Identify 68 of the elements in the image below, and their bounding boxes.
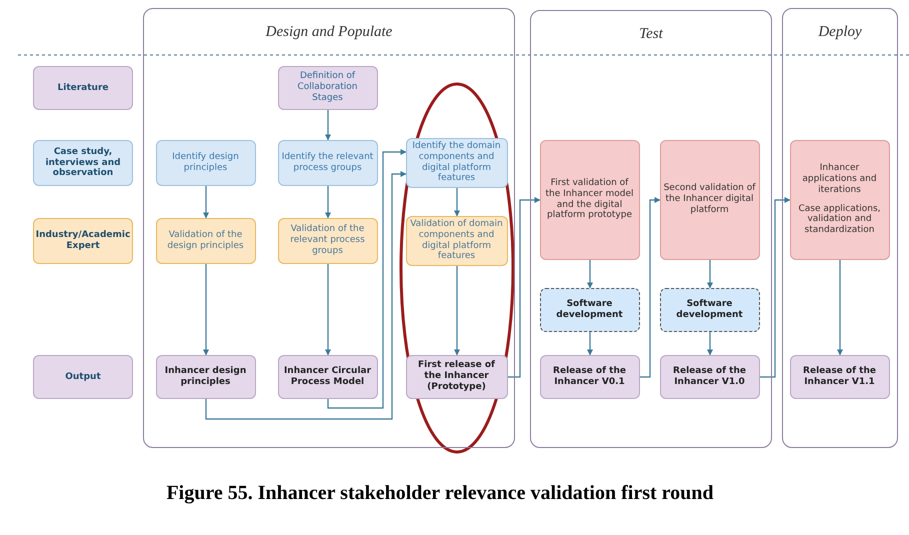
box-text: Release of the Inhancer V0.1 — [552, 366, 627, 388]
box-text: Release of the Inhancer V1.1 — [802, 366, 877, 388]
arrow — [587, 332, 593, 356]
box-text: Case study, interviews and observation — [44, 146, 122, 180]
arrow — [640, 197, 660, 378]
box-text: Inhancer applications and iterations — [801, 162, 878, 196]
process-box — [540, 140, 640, 260]
arrow — [707, 332, 713, 356]
phase-title: Deploy — [818, 23, 862, 42]
process-box — [660, 354, 760, 398]
arrow — [454, 188, 460, 216]
arrow — [327, 149, 406, 409]
process-box — [156, 354, 256, 398]
arrow — [587, 260, 593, 288]
process-box — [33, 66, 133, 110]
process-box — [33, 355, 133, 399]
process-box — [156, 140, 256, 186]
phase-title: Test — [639, 25, 663, 44]
box-text: Validation of the design principles — [166, 230, 245, 252]
box-text: Inhancer design principles — [164, 366, 248, 388]
box-text: First release of the Inhancer (Prototype) — [417, 360, 496, 393]
box-text: Industry/Academic Expert — [36, 230, 130, 252]
box-text: Software development — [555, 298, 624, 320]
process-box — [278, 354, 378, 398]
process-box — [790, 140, 890, 260]
box-text: Second validation of the Inhancer digital platform — [664, 183, 756, 216]
box-text: Release of the Inhancer V1.0 — [672, 366, 747, 388]
box-text: Literature — [58, 82, 108, 94]
box-text: Output — [65, 372, 101, 382]
arrow — [325, 110, 331, 140]
process-box — [406, 354, 508, 398]
arrow — [203, 264, 209, 356]
process-box — [278, 140, 378, 186]
process-box — [278, 66, 378, 110]
box-text: Case applications, validation and standardization — [797, 204, 882, 236]
process-box — [660, 140, 760, 260]
process-box — [540, 288, 640, 332]
arrow — [454, 266, 460, 356]
arrow — [325, 264, 331, 356]
process-box — [406, 138, 508, 188]
arrow — [707, 260, 713, 288]
process-box — [33, 140, 133, 186]
process-box — [278, 218, 378, 264]
arrow — [325, 186, 331, 218]
process-box — [660, 288, 760, 332]
arrow — [837, 260, 843, 356]
phase-panel — [782, 8, 898, 448]
box-text: Identify design principles — [171, 152, 240, 174]
arrow — [508, 197, 540, 378]
box-text: Identify the domain components and digital platform features — [411, 140, 502, 184]
process-box — [540, 354, 640, 398]
box-text: Software development — [675, 298, 744, 320]
box-text: Identify the relevant process groups — [282, 152, 374, 174]
phase-panel — [143, 8, 515, 448]
box-text: Inhancer Circular Process Model — [282, 366, 372, 388]
arrow — [205, 171, 406, 420]
arrow — [203, 186, 209, 218]
process-box — [33, 218, 133, 264]
phase-title: Design and Populate — [266, 23, 392, 42]
box-text: Validation of domain components and digital platform features — [410, 218, 504, 262]
arrow — [760, 197, 790, 378]
process-box — [790, 354, 890, 398]
box-text: First validation of the Inhancer model and the digital platform prototype — [544, 178, 634, 222]
figure-caption: Figure 55. Inhancer stakeholder relevance validation first round — [165, 482, 715, 505]
box-text: Validation of the relevant process groups — [289, 224, 366, 257]
phase-panel — [530, 10, 772, 448]
process-box — [156, 218, 256, 264]
box-text: Definition of Collaboration Stages — [296, 71, 358, 104]
